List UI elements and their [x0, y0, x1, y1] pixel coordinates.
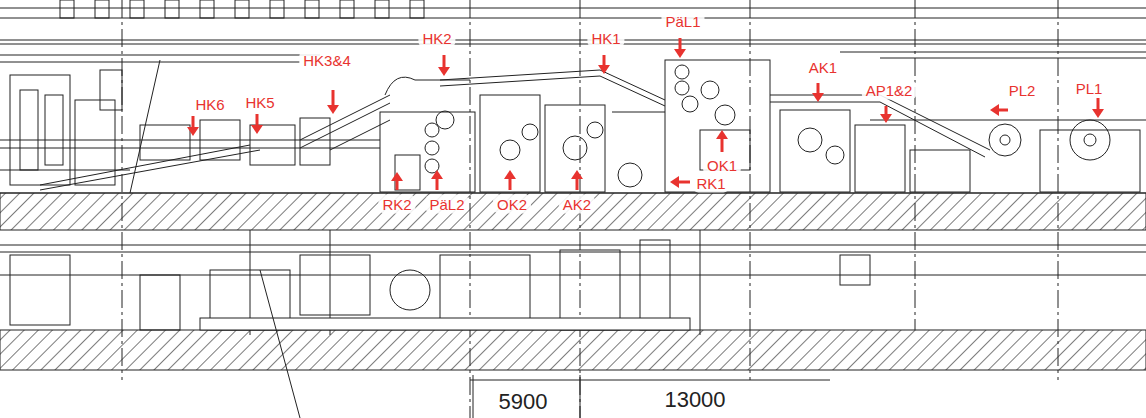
dimension-text: 13000: [661, 389, 728, 411]
callout-label: HK5: [241, 93, 278, 112]
callout-label: RK2: [378, 195, 415, 214]
callout-label: HK3&4: [299, 51, 355, 70]
callout-label: HK2: [418, 29, 455, 48]
callout-label: RK1: [692, 174, 729, 193]
callout-label: HK6: [191, 95, 228, 114]
callout-label: OK1: [703, 156, 741, 175]
callout-label: PäL1: [661, 12, 704, 31]
callout-label: OK2: [493, 195, 531, 214]
callout-label: HK1: [587, 29, 624, 48]
callout-label: PäL2: [425, 195, 468, 214]
callout-label: AK2: [559, 195, 595, 214]
dimension-text: 5900: [496, 391, 551, 413]
callout-arrows: [187, 38, 1104, 190]
callout-label: AP1&2: [862, 81, 917, 100]
callout-label: PL1: [1072, 79, 1107, 98]
callout-label: PL2: [1005, 81, 1040, 100]
callout-label: AK1: [805, 58, 841, 77]
